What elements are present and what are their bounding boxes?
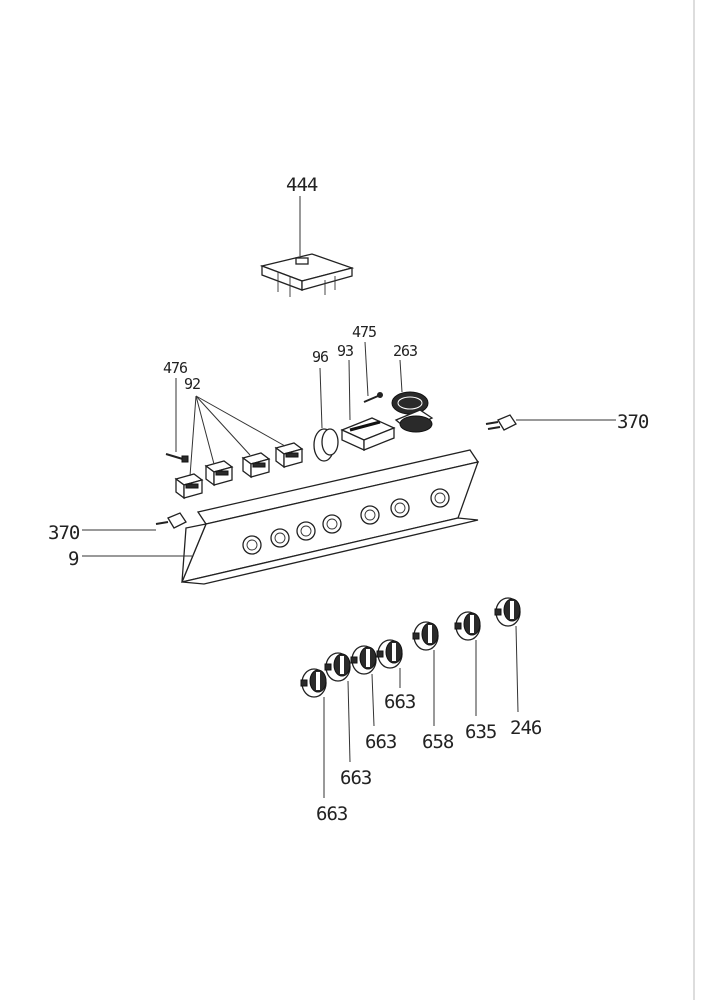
label-96: 96: [312, 348, 329, 366]
part-476-screw: [165, 453, 189, 463]
label-663-d: 663: [316, 803, 348, 825]
label-476: 476: [163, 359, 188, 377]
switch-2: [204, 460, 234, 487]
part-444-bracket: [259, 253, 355, 297]
leader-93: [348, 359, 351, 421]
leader-263: [399, 359, 403, 393]
label-370-right: 370: [617, 411, 649, 433]
part-96-ring: [313, 428, 339, 462]
label-663-c: 663: [340, 767, 372, 789]
knob-663-2: [324, 652, 351, 682]
switch-3: [241, 452, 271, 479]
label-663-a: 663: [384, 691, 416, 713]
knob-leaders: [323, 625, 519, 798]
label-635: 635: [465, 721, 496, 743]
knob-663-4: [376, 639, 403, 669]
part-475-screw: [363, 392, 383, 403]
label-475: 475: [352, 323, 376, 341]
label-444: 444: [286, 174, 318, 196]
switch-1: [174, 473, 204, 500]
label-93: 93: [337, 342, 353, 360]
knobs: [300, 597, 521, 698]
part-9-control-panel: [180, 449, 480, 585]
part-263-timer: [391, 391, 434, 433]
knob-663-3: [350, 645, 377, 675]
label-663-b: 663: [365, 731, 397, 753]
leaders-92: [189, 395, 286, 477]
knob-635: [454, 611, 481, 641]
part-92-switches: [174, 442, 304, 500]
label-263: 263: [393, 342, 417, 360]
switch-4: [274, 442, 304, 469]
part-370-left-connector: [155, 512, 187, 529]
label-246: 246: [510, 717, 542, 739]
label-370-left: 370: [48, 522, 80, 544]
leader-96: [319, 367, 323, 429]
part-93-display: [340, 417, 396, 452]
label-92: 92: [184, 375, 200, 393]
knob-658: [412, 621, 439, 651]
label-658: 658: [422, 731, 454, 753]
leader-475: [364, 341, 369, 397]
knob-663-1: [300, 668, 327, 698]
panel-knob-holes: [242, 488, 450, 555]
part-370-right-connector: [485, 414, 517, 431]
knob-246: [494, 597, 521, 627]
label-9: 9: [68, 548, 79, 570]
